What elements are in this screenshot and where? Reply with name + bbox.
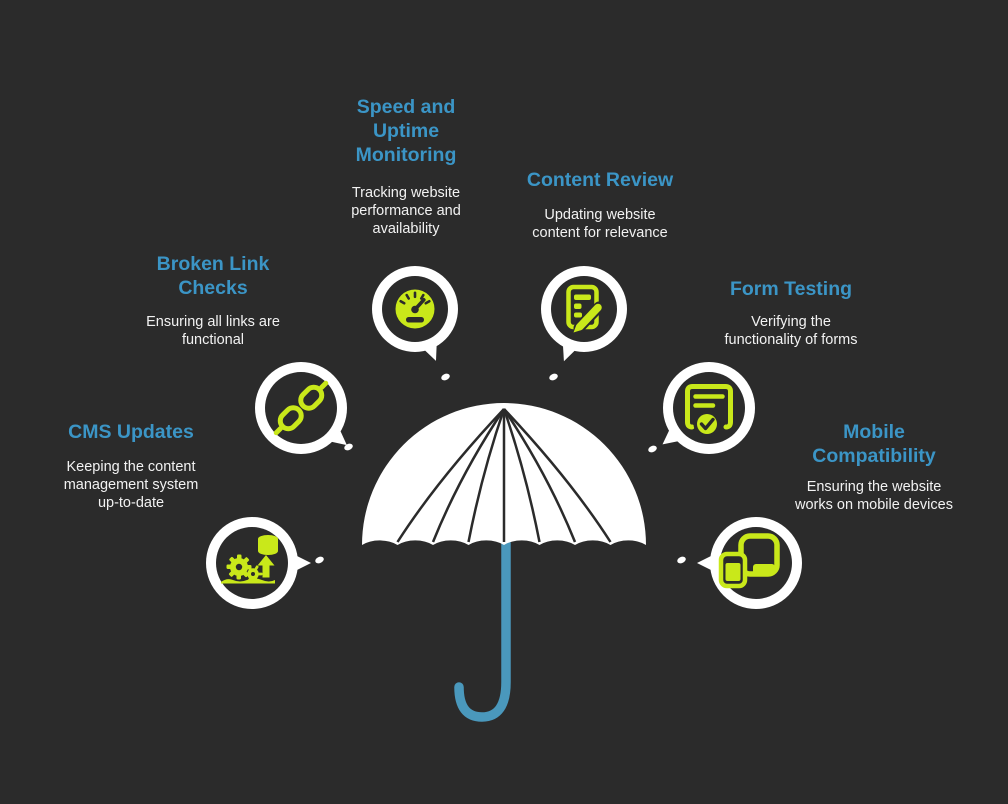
chain-link-icon: [273, 380, 329, 436]
topic-desc-speed-uptime: Tracking website performance and availab…: [351, 185, 461, 237]
mobile-devices-icon: [718, 533, 780, 589]
topic-desc-cms-updates: Keeping the content management system up…: [63, 459, 199, 511]
badge-broken-links: [255, 362, 347, 454]
topic-title-mobile-compat: Mobile Compatibility: [812, 421, 936, 467]
gear-database-icon: [221, 535, 278, 584]
topic-desc-content-review: Updating website content for relevance: [532, 207, 668, 241]
topic-desc-mobile-compat: Ensuring the website works on mobile dev…: [795, 479, 953, 513]
badge-cms-updates: [206, 517, 311, 609]
topic-title-cms-updates: CMS Updates: [68, 421, 194, 443]
badge-form-testing: [662, 362, 755, 454]
umbrella-ribs: [396, 408, 612, 543]
umbrella-handle: [454, 538, 511, 722]
topic-desc-broken-links: Ensuring all links are functional: [146, 314, 280, 348]
topic-title-content-review: Content Review: [526, 169, 674, 191]
topic-title-speed-uptime: Speed and Uptime Monitoring: [355, 96, 457, 166]
speech-dot: [676, 555, 687, 565]
topic-desc-form-testing: Verifying the functionality of forms: [724, 314, 858, 348]
badge-speed-uptime: [372, 266, 458, 361]
document-edit-icon: [566, 284, 605, 334]
badge-content-review: [541, 266, 627, 362]
umbrella-graphic: [362, 403, 646, 722]
speedometer-icon: [395, 289, 435, 329]
topic-title-form-testing: Form Testing: [729, 278, 853, 300]
topic-title-broken-links: Broken Link Checks: [156, 253, 270, 299]
badge-mobile-compat: [697, 517, 802, 609]
form-checklist-icon: [685, 384, 733, 438]
